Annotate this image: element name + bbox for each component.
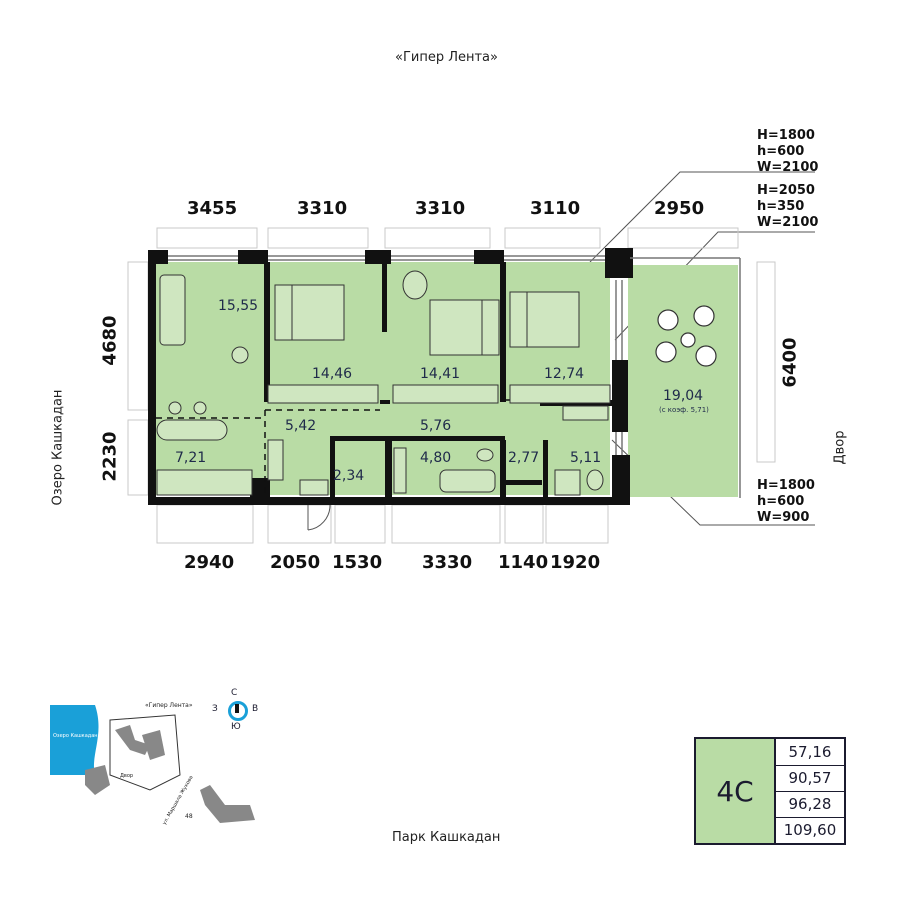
lake-shape — [50, 705, 99, 775]
apartment-type: 4С — [696, 739, 776, 843]
dim-top-3: 3310 — [415, 198, 466, 219]
room-wc1-area: 2,34 — [333, 468, 364, 484]
walls — [148, 248, 633, 505]
room-hall-area: 5,42 — [285, 418, 316, 434]
dim-bottom-2: 2050 — [270, 552, 321, 573]
dim-top-5: 2950 — [654, 198, 705, 219]
window-note-1-h: H=1800 — [757, 128, 815, 143]
street-bottom-label: Парк Кашкадан — [392, 830, 501, 845]
leader-1 — [589, 171, 815, 263]
room-bedroom1-area: 14,46 — [312, 366, 352, 382]
window-note-1-sill: h=600 — [757, 144, 805, 159]
window-note-2: H=2050 h=350 W=2100 — [757, 183, 818, 231]
room-kitchen-area: 7,21 — [175, 450, 206, 466]
window-note-2-sill: h=350 — [757, 199, 805, 214]
room-loggia-area: 19,04 — [663, 388, 703, 404]
dim-top-4: 3110 — [530, 198, 581, 219]
area-with-loggia: 96,28 — [776, 791, 844, 818]
compass-needle-icon — [235, 704, 239, 713]
room-bedroom2-area: 14,41 — [420, 366, 460, 382]
compass: С Ю З В — [210, 688, 270, 740]
furniture — [156, 270, 611, 496]
compass-s: Ю — [231, 722, 241, 732]
window-note-3-h: H=1800 — [757, 478, 815, 493]
dim-top-2: 3310 — [297, 198, 348, 219]
entrance-door — [307, 504, 331, 531]
dim-top-1: 3455 — [187, 198, 238, 219]
dim-bottom-1: 2940 — [184, 552, 235, 573]
window-note-1-w: W=2100 — [757, 160, 819, 175]
dim-bottom-5: 1140 — [498, 552, 549, 573]
area-living: 57,16 — [776, 739, 844, 766]
minimap-lake-label: Озеро Кашкадан — [53, 733, 98, 739]
room-loggia-coef: (с коэф. 5,71) — [659, 406, 709, 414]
windows — [168, 255, 741, 498]
apartment-badge: 4С 57,16 90,57 96,28 109,60 — [694, 737, 846, 845]
area-total: 90,57 — [776, 765, 844, 792]
room-wc2-area: 2,77 — [508, 450, 539, 466]
compass-e: В — [252, 704, 259, 714]
compass-n: С — [231, 688, 238, 698]
window-note-1: H=1800 h=600 W=2100 — [757, 128, 818, 176]
window-note-3: H=1800 h=600 W=900 — [757, 478, 815, 526]
area-gross: 109,60 — [783, 821, 837, 839]
minimap-building-shapes — [85, 725, 255, 823]
dim-bottom-6: 1920 — [550, 552, 601, 573]
room-labels: 15,55 14,46 14,41 12,74 19,04 (с коэф. 5… — [175, 298, 709, 484]
window-note-3-sill: h=600 — [757, 494, 805, 509]
window-note-2-h: H=2050 — [757, 183, 815, 198]
room-bath-area: 4,80 — [420, 450, 451, 466]
room-bath2-area: 5,11 — [570, 450, 601, 466]
minimap-yard-label: Двор — [120, 773, 133, 779]
dim-bottom-3: 1530 — [332, 552, 383, 573]
minimap-number: 48 — [185, 813, 193, 820]
site-minimap: «Гипер Лента» Озеро Кашкадан Двор ул. Ма… — [50, 702, 255, 825]
compass-w: З — [212, 704, 218, 714]
window-note-3-w: W=900 — [757, 510, 810, 525]
window-note-2-w: W=2100 — [757, 215, 819, 230]
room-corridor-area: 5,76 — [420, 418, 451, 434]
room-bedroom3-area: 12,74 — [544, 366, 584, 382]
dim-bottom-4: 3330 — [422, 552, 473, 573]
loggia-furniture — [655, 305, 717, 367]
minimap-top-label: «Гипер Лента» — [145, 702, 193, 709]
street-top-label: «Гипер Лента» — [395, 50, 498, 65]
room-living-area: 15,55 — [218, 298, 258, 314]
